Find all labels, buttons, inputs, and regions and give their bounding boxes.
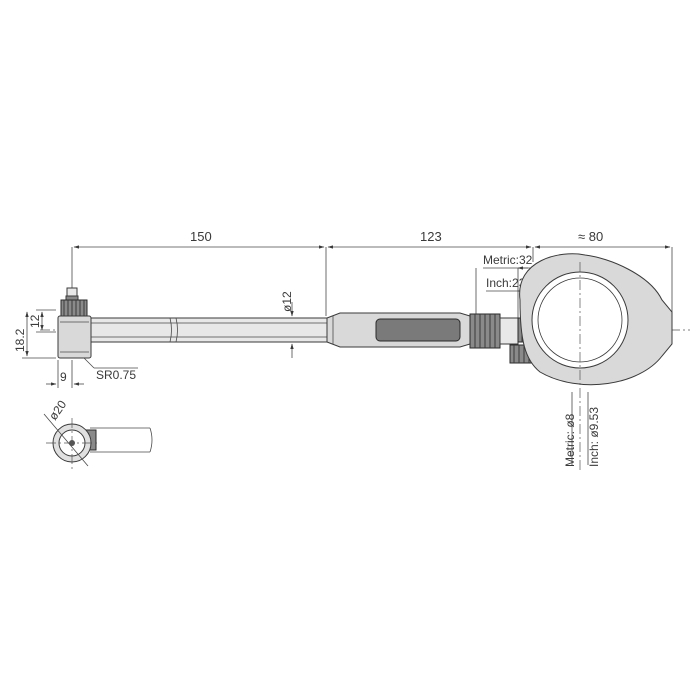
sr-label: SR0.75 bbox=[96, 368, 136, 382]
dim-123: 123 bbox=[420, 229, 442, 244]
sr-leader bbox=[83, 357, 138, 369]
dim-80: ≈ 80 bbox=[578, 229, 603, 244]
extension-rod bbox=[90, 317, 328, 343]
dim-150: 150 bbox=[190, 229, 212, 244]
head-height-dims bbox=[22, 309, 56, 359]
inch-length-label: Inch:23 bbox=[486, 276, 526, 290]
measuring-head bbox=[57, 287, 92, 359]
head-detail-view bbox=[43, 413, 153, 470]
dim-9-label: 9 bbox=[60, 370, 67, 384]
head-width-dim bbox=[46, 360, 84, 388]
head-dia-label: ø20 bbox=[46, 397, 70, 422]
dim-12-label: 12 bbox=[28, 314, 42, 328]
metric-stem-label: Metric: ø8 bbox=[563, 413, 577, 467]
dial-holder bbox=[519, 253, 673, 470]
inch-stem-label: Inch: ø9.53 bbox=[587, 407, 601, 467]
top-dimension-line bbox=[71, 245, 673, 322]
metric-length-label: Metric:32 bbox=[483, 253, 533, 267]
dim-18-2-label: 18.2 bbox=[13, 328, 27, 352]
handle-grip bbox=[326, 312, 471, 348]
rod-diameter-label: ø12 bbox=[280, 291, 294, 312]
stem-diameter-dim bbox=[571, 392, 589, 465]
